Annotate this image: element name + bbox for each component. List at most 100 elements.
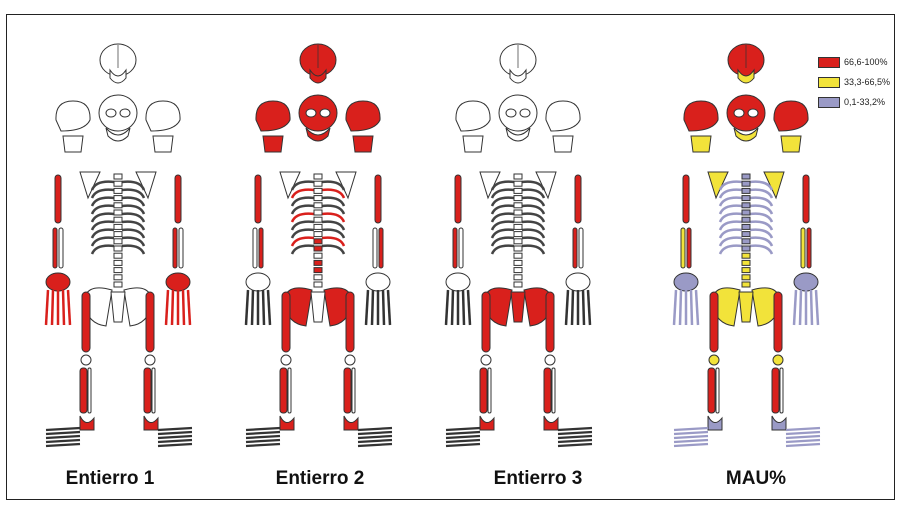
femur-right: [146, 292, 154, 352]
carpals-left: [246, 273, 270, 291]
lateral-mandible-right: [781, 136, 801, 152]
toe: [358, 436, 392, 438]
ulna-left: [459, 228, 463, 268]
vertebra: [314, 275, 322, 280]
vertebra: [314, 239, 322, 244]
vertebra: [314, 232, 322, 237]
lateral-mandible-left: [63, 136, 83, 152]
vertebra: [114, 232, 122, 237]
rib: [720, 246, 742, 254]
patella-left: [281, 355, 291, 365]
femur-left: [82, 292, 90, 352]
finger: [188, 290, 190, 325]
toe: [558, 428, 592, 430]
toe: [786, 440, 820, 442]
vertebra: [742, 282, 750, 287]
toe: [786, 432, 820, 434]
lateral-skull-left: [256, 101, 290, 131]
eye-socket-left: [106, 109, 116, 117]
rib: [522, 246, 544, 254]
finger: [63, 290, 64, 325]
eye-socket-right: [320, 109, 330, 117]
radius-right: [801, 228, 805, 268]
patella-left: [709, 355, 719, 365]
lateral-skull-left: [684, 101, 718, 131]
humerus-left: [455, 175, 461, 223]
toe: [158, 444, 192, 446]
toe: [446, 440, 480, 442]
toe: [158, 440, 192, 442]
fibula-right: [352, 368, 355, 413]
caption-mau: MAU%: [676, 468, 836, 490]
carpals-left: [674, 273, 698, 291]
front-skull: [499, 95, 537, 131]
toe: [674, 440, 708, 442]
finger: [463, 290, 464, 325]
vertebra: [742, 275, 750, 280]
vertebra: [742, 203, 750, 208]
eye-socket-right: [520, 109, 530, 117]
finger: [372, 290, 373, 325]
legend-swatch-high: [818, 57, 840, 68]
vertebra: [514, 275, 522, 280]
sacrum: [739, 292, 753, 322]
carpals-left: [46, 273, 70, 291]
legend-item-high: 66,6-100%: [818, 52, 890, 72]
finger: [52, 290, 53, 325]
tibia-right: [772, 368, 779, 413]
tibia-right: [544, 368, 551, 413]
vertebra: [114, 196, 122, 201]
ulna-left: [687, 228, 691, 268]
finger: [468, 290, 470, 325]
toe: [446, 428, 480, 430]
carpals-right: [566, 273, 590, 291]
vertebra: [114, 282, 122, 287]
patella-right: [773, 355, 783, 365]
finger: [583, 290, 584, 325]
toe: [786, 444, 820, 446]
vertebra: [742, 188, 750, 193]
eye-socket-right: [120, 109, 130, 117]
finger: [452, 290, 453, 325]
sacrum: [511, 292, 525, 322]
toe: [246, 436, 280, 438]
vertebra: [314, 253, 322, 258]
toe: [358, 428, 392, 430]
toe: [358, 432, 392, 434]
vertebra: [742, 232, 750, 237]
vertebra: [114, 174, 122, 179]
tarsal-left: [280, 416, 294, 430]
radius-right: [573, 228, 577, 268]
humerus-left: [55, 175, 61, 223]
finger: [246, 290, 248, 325]
radius-left: [253, 228, 257, 268]
toe: [558, 444, 592, 446]
tibia-left: [80, 368, 87, 413]
rib: [322, 246, 344, 254]
tibia-left: [708, 368, 715, 413]
vertebra: [314, 260, 322, 265]
ulna-right: [579, 228, 583, 268]
toe: [246, 440, 280, 442]
toe: [158, 428, 192, 430]
tarsal-right: [544, 416, 558, 430]
sacrum: [111, 292, 125, 322]
vertebra: [742, 210, 750, 215]
finger: [388, 290, 390, 325]
toe: [558, 436, 592, 438]
finger: [172, 290, 173, 325]
fibula-right: [152, 368, 155, 413]
vertebra: [314, 224, 322, 229]
radius-right: [173, 228, 177, 268]
carpals-right: [794, 273, 818, 291]
vertebra: [314, 246, 322, 251]
finger: [263, 290, 264, 325]
front-skull: [299, 95, 337, 131]
lateral-skull-right: [346, 101, 380, 131]
radius-left: [681, 228, 685, 268]
finger: [446, 290, 448, 325]
vertebra: [314, 268, 322, 273]
finger: [566, 290, 568, 325]
legend-label-mid: 33,3-66,5%: [844, 77, 890, 87]
